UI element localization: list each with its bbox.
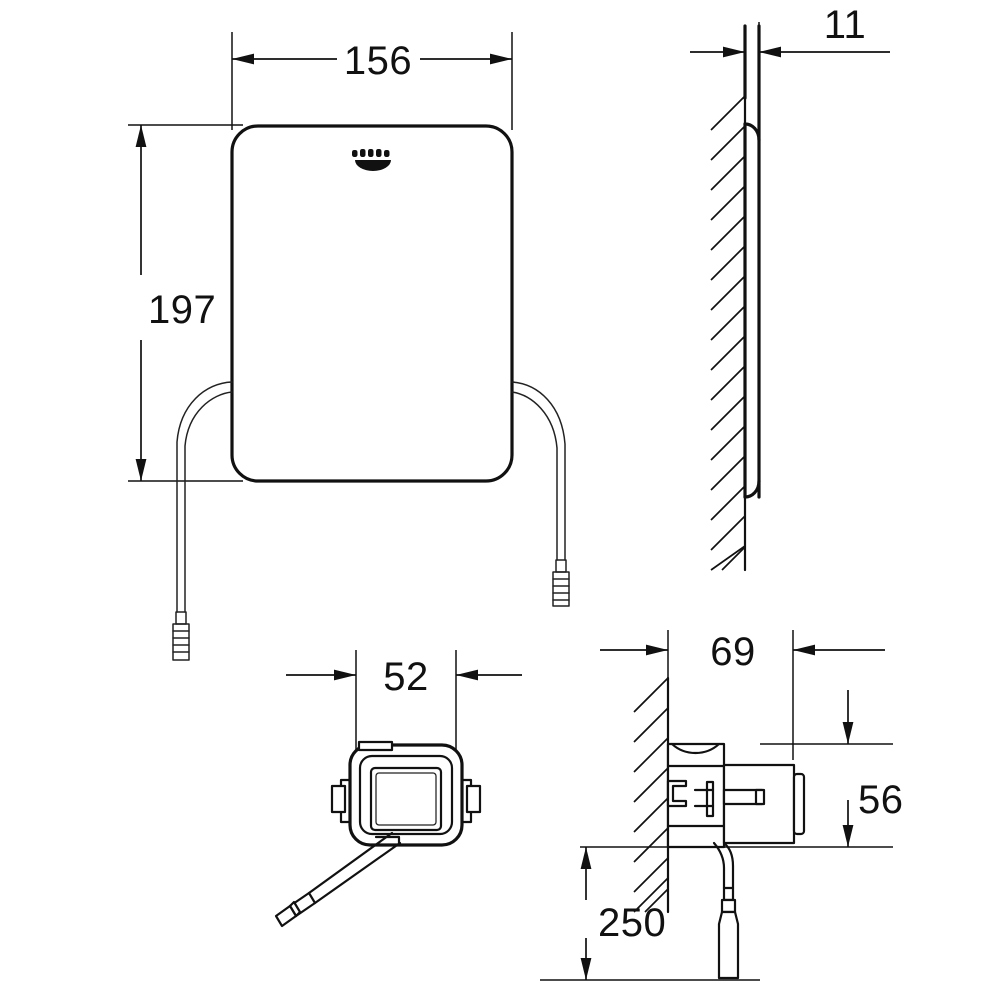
front-view-group: 156 197: [128, 32, 570, 661]
dimension-69: 69: [600, 630, 885, 674]
installation-section-view-group: 69 56 250: [540, 630, 904, 981]
dimension-11: 11: [690, 3, 890, 58]
flange-left-clip: [666, 779, 688, 808]
plate-side-bottom-radius: [743, 479, 761, 499]
rough-in-flange-block: [666, 742, 726, 849]
dimension-label-56: 56: [858, 778, 904, 822]
sensor-window-outer: [369, 766, 443, 832]
dimension-label-197: 197: [148, 288, 216, 332]
cable-right: [511, 381, 570, 607]
wall-hatching: [710, 95, 746, 571]
dimension-label-69: 69: [710, 630, 756, 674]
valve-spindle: [693, 780, 766, 818]
side-section-view-group: 11: [690, 3, 890, 572]
plate-side-top-radius: [743, 122, 761, 142]
dimension-197: 197: [135, 125, 216, 481]
cable-left: [172, 381, 233, 661]
grohe-logo: [352, 149, 391, 171]
dimension-label-11: 11: [824, 3, 867, 47]
sensor-cable: [274, 831, 402, 928]
install-wall-hatching: [633, 677, 669, 913]
sensor-top-tab: [357, 740, 394, 752]
flush-plate-front-outline: [230, 124, 514, 483]
dimension-label-156: 156: [344, 39, 412, 83]
install-cable: [712, 841, 740, 980]
sensor-inner-frame: [358, 754, 454, 836]
dimension-250: 250: [580, 847, 666, 980]
dimension-52: 52: [286, 655, 522, 699]
sensor-window-inner: [375, 772, 437, 826]
dimension-label-250: 250: [598, 901, 666, 945]
sensor-detail-view-group: 52: [274, 650, 522, 928]
valve-rear-cap: [792, 772, 806, 836]
flange-top-curve: [670, 742, 721, 755]
dimension-156: 156: [232, 39, 512, 83]
dimension-56: 56: [842, 690, 904, 847]
dimension-label-52: 52: [383, 655, 429, 699]
